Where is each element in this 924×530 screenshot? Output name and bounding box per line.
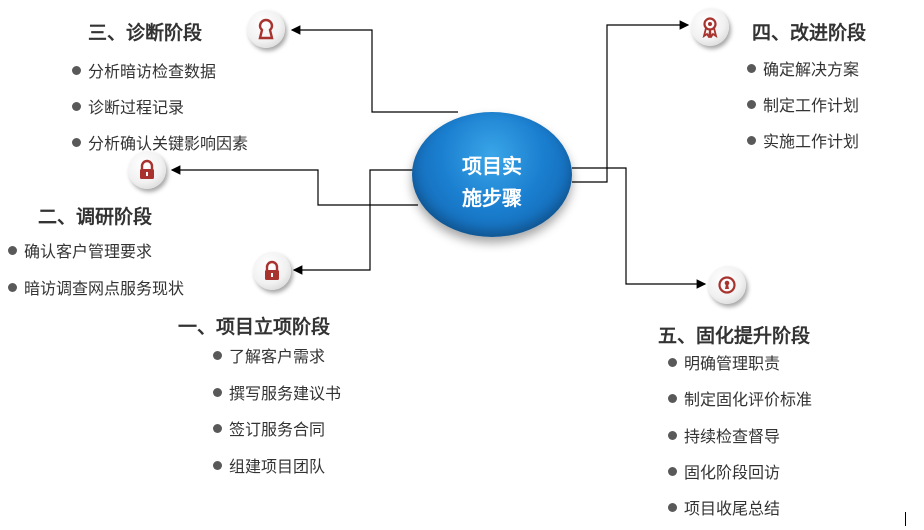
stage-3-item: 分析确认关键影响因素 xyxy=(72,130,248,154)
bullet-icon xyxy=(747,64,756,73)
stage-4-title: 四、改进阶段 xyxy=(752,22,867,44)
connector-stage-3 xyxy=(290,25,458,113)
bullet-icon xyxy=(668,503,677,512)
stage-5-badge xyxy=(708,266,746,304)
stage-5-title: 五、固化提升阶段 xyxy=(658,325,811,347)
bullet-icon xyxy=(668,467,677,476)
stage-5-item: 制定固化评价标准 xyxy=(668,386,812,410)
text-cursor xyxy=(905,512,906,526)
bullet-icon xyxy=(8,246,17,255)
connector-stage-2 xyxy=(170,165,418,206)
center-node: 项目实 施步骤 xyxy=(412,112,572,237)
connector-stage-4 xyxy=(572,20,690,183)
stage-2-item: 确认客户管理要求 xyxy=(8,238,152,262)
stage-1-item: 撰写服务建议书 xyxy=(213,380,341,404)
stage-1-title: 一、项目立项阶段 xyxy=(178,316,331,338)
stage-4-badge xyxy=(691,8,729,46)
stage-2-badge xyxy=(128,151,166,189)
stage-1-item: 组建项目团队 xyxy=(213,453,325,477)
center-label-line-2: 施步骤 xyxy=(462,186,522,210)
stage-5-item: 项目收尾总结 xyxy=(668,495,780,519)
bullet-icon xyxy=(668,394,677,403)
bullet-icon xyxy=(8,283,17,292)
stage-1-item: 签订服务合同 xyxy=(213,416,325,440)
center-label-line-1: 项目实 xyxy=(462,154,522,178)
stage-5-item: 明确管理职责 xyxy=(668,350,780,374)
bullet-icon xyxy=(213,424,222,433)
keyhole-icon xyxy=(258,18,274,40)
stage-1-item: 了解客户需求 xyxy=(213,343,325,367)
keyhole-icon xyxy=(718,276,736,294)
stage-4-item: 确定解决方案 xyxy=(747,56,859,80)
bullet-icon xyxy=(668,431,677,440)
stage-3-title: 三、诊断阶段 xyxy=(88,22,203,44)
lock-icon xyxy=(265,260,279,280)
ribbon-badge-icon xyxy=(702,17,718,38)
bullet-icon xyxy=(213,351,222,360)
bullet-icon xyxy=(72,138,81,147)
connector-stage-5 xyxy=(572,167,707,289)
stage-1-badge xyxy=(253,252,291,290)
stage-4-item: 实施工作计划 xyxy=(747,128,859,152)
stage-5-item: 持续检查督导 xyxy=(668,423,780,447)
stage-4-item: 制定工作计划 xyxy=(747,92,859,116)
stage-3-badge xyxy=(247,10,285,48)
bullet-icon xyxy=(213,388,222,397)
bullet-icon xyxy=(747,100,756,109)
bullet-icon xyxy=(668,358,677,367)
stage-3-item: 分析暗访检查数据 xyxy=(72,58,216,82)
bullet-icon xyxy=(213,461,222,470)
bullet-icon xyxy=(72,102,81,111)
stage-3-item: 诊断过程记录 xyxy=(72,94,184,118)
stage-5-item: 固化阶段回访 xyxy=(668,459,780,483)
stage-2-item: 暗访调查网点服务现状 xyxy=(8,275,184,299)
stage-2-title: 二、调研阶段 xyxy=(38,206,153,228)
connector-stage-1 xyxy=(292,169,420,275)
bullet-icon xyxy=(72,66,81,75)
lock-icon xyxy=(140,159,154,179)
bullet-icon xyxy=(747,136,756,145)
